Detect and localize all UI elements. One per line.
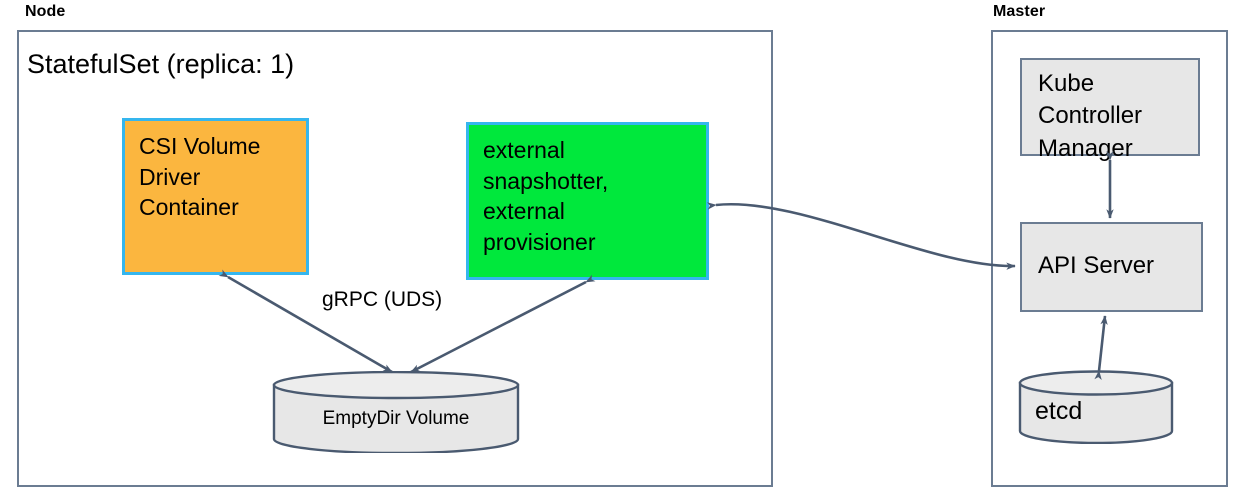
kube-controller-manager-box[interactable]: Kube Controller Manager (1020, 58, 1200, 162)
emptydir-volume-shape (272, 371, 520, 453)
etcd-cylinder[interactable]: etcd (1018, 370, 1174, 444)
master-group-label: Master (993, 3, 1046, 20)
node-group-label: Node (25, 3, 66, 20)
external-sidecars-label: external snapshotter, external provision… (483, 137, 609, 255)
api-server-label: API Server (1038, 252, 1155, 279)
statefulset-title: StatefulSet (replica: 1) (27, 49, 295, 79)
grpc-uds-edge-label: gRPC (UDS) (322, 288, 443, 311)
etcd-shape (1018, 370, 1174, 444)
api-server-box[interactable]: API Server (1020, 222, 1203, 312)
emptydir-volume-cylinder[interactable]: EmptyDir Volume (272, 371, 520, 453)
external-sidecars-box[interactable]: external snapshotter, external provision… (466, 122, 709, 280)
csi-volume-driver-container-box[interactable]: CSI Volume Driver Container (122, 118, 309, 275)
csi-volume-driver-container-label: CSI Volume Driver Container (139, 133, 261, 221)
emptydir-volume-label: EmptyDir Volume (322, 408, 470, 429)
etcd-label: etcd (1035, 397, 1083, 425)
kube-controller-manager-label: Kube Controller Manager (1038, 70, 1143, 162)
